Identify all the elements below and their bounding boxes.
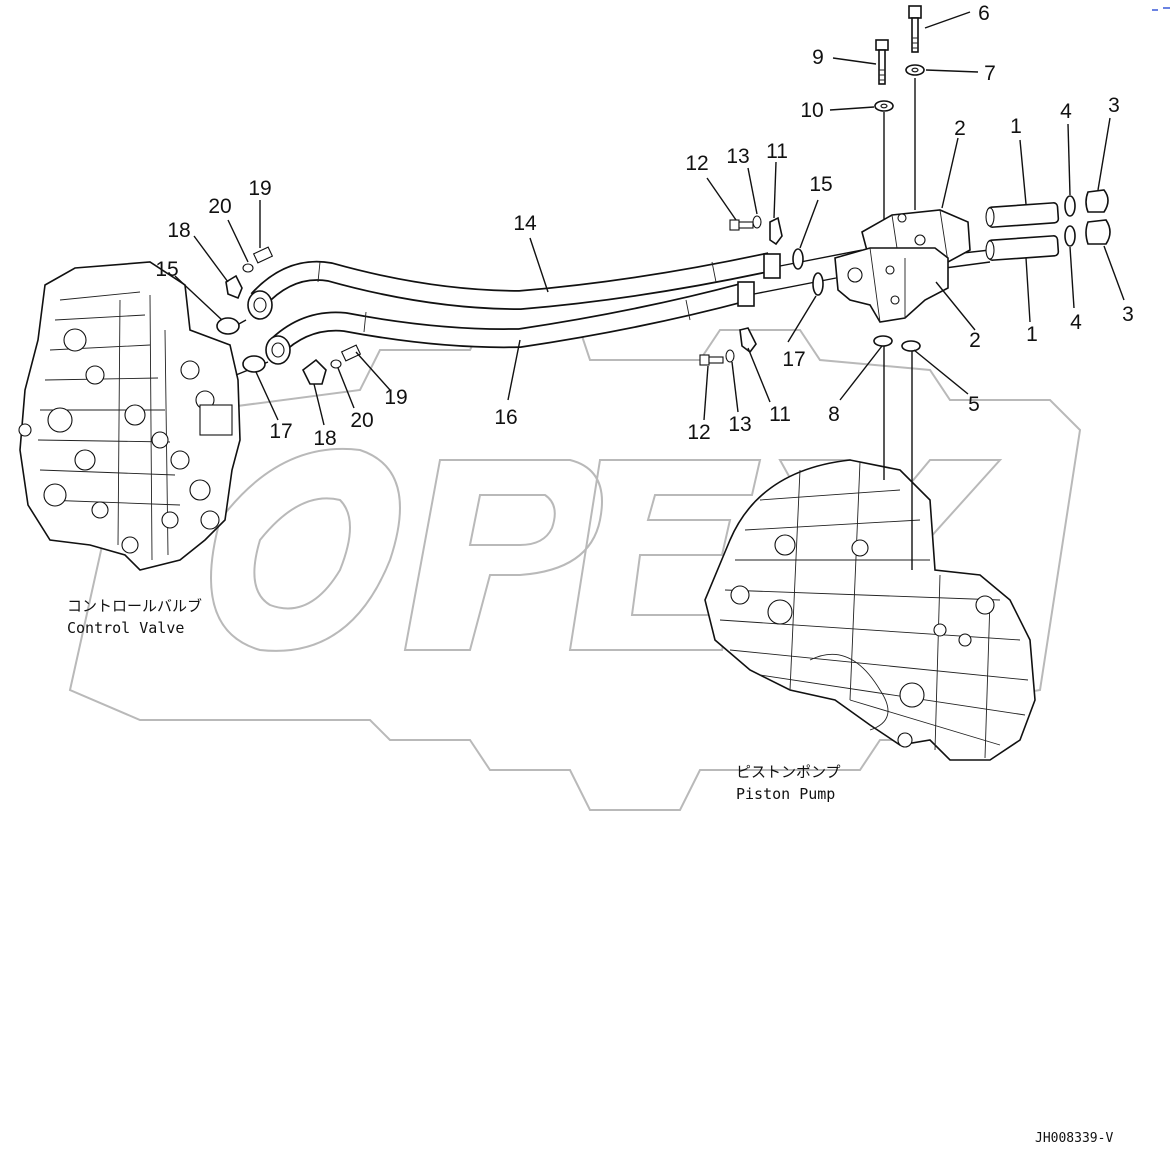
callout-18-upper: 18 [167,219,190,242]
corner-mark [1152,7,1170,11]
callout-19-lower: 19 [384,386,407,409]
half-clamp-18-lower [301,358,327,385]
bolt-12-lower [699,354,724,366]
callout-17-pump: 17 [782,348,805,371]
o-ring-17-pump [812,272,824,296]
washer-13-lower [725,349,735,363]
block-2 [834,209,971,323]
callout-12-upper: 12 [685,152,708,175]
callout-19-upper: 19 [248,177,271,200]
pipe-14 [250,252,773,311]
piston-pump-caption-en: Piston Pump [736,785,835,803]
callout-labels: 6 9 7 10 2 1 4 3 12 13 11 15 14 19 20 18… [155,2,1134,450]
callout-2-lower: 2 [969,329,981,352]
bolt-19-lower [340,344,362,362]
callout-1-lower: 1 [1026,323,1038,346]
callout-2-upper: 2 [954,117,966,140]
callout-6: 6 [978,2,990,25]
leader-lines [174,11,1125,426]
callout-16: 16 [494,406,517,429]
control-valve-caption-jp: コントロールバルブ [67,597,202,615]
control-valve-caption-en: Control Valve [67,619,184,637]
o-ring-8 [873,335,893,347]
washer-7 [905,64,925,76]
o-ring-5 [901,340,921,352]
o-ring-17-valve [242,355,266,373]
o-ring-15-valve [216,317,240,335]
piston-pump [704,459,1036,761]
half-clamp-18-upper [225,274,243,300]
bolt-9 [875,39,889,85]
drawing-id: JH008339-V [1035,1131,1113,1146]
callout-13-upper: 13 [726,145,749,168]
half-clamp-11-lower [739,327,757,354]
hose-flanges-valve-side [247,290,291,365]
callout-20-upper: 20 [208,195,231,218]
callout-4-upper: 4 [1060,100,1072,123]
piston-pump-caption-jp: ピストンポンプ [736,763,841,781]
callout-14: 14 [513,212,537,235]
callout-9: 9 [812,46,824,69]
o-ring-4 [1064,195,1076,247]
pipe-16 [267,282,748,356]
callout-20-lower: 20 [350,409,373,432]
o-ring-15-pump [792,248,804,270]
half-clamp-11-upper [769,216,783,246]
washer-20-lower [330,359,342,369]
control-valve [18,261,241,571]
washer-10 [874,100,894,112]
callout-11-upper: 11 [766,140,788,163]
washer-20-upper [242,263,254,273]
callout-17-valve: 17 [269,420,292,443]
washer-13-upper [752,215,762,229]
callout-10: 10 [800,99,823,122]
callout-15-pump: 15 [809,173,832,196]
plug-3 [1085,189,1111,245]
callout-11-lower: 11 [769,403,791,426]
callout-18-lower: 18 [313,427,336,450]
callout-3-upper: 3 [1108,94,1120,117]
callout-1-upper: 1 [1010,115,1022,138]
callout-4-lower: 4 [1070,311,1082,334]
callout-5: 5 [968,393,980,416]
callout-13-lower: 13 [728,413,751,436]
callout-7: 7 [984,62,996,85]
callout-8: 8 [828,403,840,426]
callout-15-valve: 15 [155,258,178,281]
tube-1 [985,202,1060,261]
hose-flanges-pump-side [737,253,781,307]
bolt-19-upper [252,246,274,264]
bolt-6 [908,5,922,53]
callout-3-lower: 3 [1122,303,1134,326]
component-captions: コントロールバルブ Control Valve ピストンポンプ Piston P… [67,597,841,803]
bolt-12-upper [729,219,754,231]
callout-12-lower: 12 [687,421,710,444]
